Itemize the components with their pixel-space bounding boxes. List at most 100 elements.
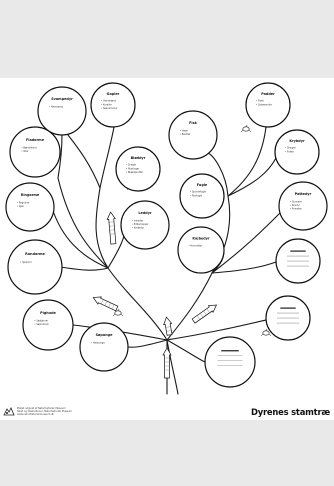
credit-line: Tekst og illustrationer: Naturhistorisk … [17, 409, 72, 413]
tree-branch [166, 272, 213, 341]
taxon-circle [177, 226, 225, 274]
taxon-example: • Krebsdyr [132, 227, 144, 230]
tree-branch [57, 134, 63, 179]
bird-doodle-icon [240, 124, 252, 133]
taxon-title: Leddyr [138, 211, 152, 215]
taxon-title: Svampedyr [51, 97, 73, 101]
taxon-example: • Hajer [180, 129, 188, 132]
taxon-example: • Søanemoner [101, 107, 118, 110]
taxon-circle [115, 146, 161, 192]
taxon-example: • Rovfugle [190, 194, 203, 197]
taxon-title: Krybdyr [289, 139, 305, 143]
tree-branch [127, 339, 168, 348]
taxon-example: • Frøer [256, 100, 264, 103]
taxon-title: Kæbedyr [192, 237, 210, 241]
taxon-example: • Regnorm [17, 201, 30, 204]
taxon-title: Søpunge [96, 333, 113, 337]
taxon-example: • Havsvamp [49, 105, 64, 108]
taxon-node: Kæbedyr • Hvirveldyr [177, 226, 225, 274]
taxon-circle [79, 322, 129, 372]
taxon-node: Krybdyr • Slanger• Firben [274, 129, 320, 175]
taxon-node: Pattedyr • Gnavere• Rovdyr• Primater [278, 181, 328, 231]
taxon-example: • Edderkopper [132, 223, 149, 226]
taxon-title: Gopler [107, 92, 120, 96]
tree-branch [207, 152, 229, 197]
starfish-doodle-icon [260, 328, 272, 337]
evolution-arrow-icon [191, 304, 218, 324]
taxon-node: Rundorme • Spolorm [7, 239, 63, 295]
taxon-title: Fisk [189, 121, 197, 125]
taxon-node: Pighude • Søstjerner• Søpindsvin [22, 299, 74, 351]
tree-branch [51, 207, 109, 269]
taxon-example: • Gnavere [290, 200, 302, 203]
taxon-circle [90, 82, 136, 128]
taxon-circle [37, 86, 87, 136]
taxon-circle [204, 336, 256, 388]
taxon-title: Ringorme [21, 193, 40, 197]
tree-branch [99, 126, 115, 189]
taxon-node: Leddyr • Insekter• Edderkopper• Krebsdyr [120, 200, 170, 250]
taxon-example: • Spolorm [20, 261, 32, 264]
taxon-node: Fugle • Spurvefugle• Rovfugle [179, 173, 225, 219]
taxon-title: Pattedyr [295, 192, 312, 196]
evolution-arrow-icon [163, 316, 173, 340]
taxon-circle [120, 200, 170, 250]
tree-branch [67, 134, 101, 189]
taxon-node: Fladorme • Bændelorm• Ikter [9, 126, 61, 178]
museum-logo-icon [3, 406, 15, 416]
taxon-example: • Søstjerner [34, 319, 48, 322]
taxon-circle [9, 126, 61, 178]
taxon-node [265, 295, 311, 341]
taxon-circle [5, 182, 55, 232]
taxon-example: • Slanger [285, 147, 296, 150]
tree-branch [227, 126, 267, 197]
taxon-example: • Søpindsvin [34, 323, 49, 326]
taxon-example: • Benfisk [180, 133, 191, 136]
taxon-title: Bløddyr [131, 156, 146, 160]
taxon-circle [179, 173, 225, 219]
tree-branch [166, 339, 179, 395]
taxon-node: Fisk • Hajer• Benfisk [168, 110, 218, 160]
tree-branch [59, 266, 109, 271]
taxon-example: • Spurvefugle [190, 191, 207, 194]
taxon-example: • Havpunge [91, 341, 105, 344]
taxon-example: • Firben [285, 150, 295, 153]
tree-branch [227, 157, 277, 197]
taxon-title: Rundorme [25, 252, 45, 256]
poster-credit: Plakat udgivet af Naturhistorisk Museum … [3, 407, 121, 416]
taxon-example: • Blæksprutter [126, 171, 143, 174]
taxon-node: Svampedyr • Havsvamp [37, 86, 87, 136]
taxon-circle [7, 239, 63, 295]
tree-branch [166, 339, 206, 363]
taxon-circle [22, 299, 74, 351]
taxon-example: • Rovdyr [290, 204, 300, 207]
poster-title: Dyrenes stamtræ [250, 407, 330, 417]
tree-branch [211, 212, 281, 274]
tree-branch [57, 177, 109, 269]
taxon-node: Gopler• Vandmænd• Koraller• Søanemoner [90, 82, 136, 128]
taxon-node: Padder• Frøer• Salamandre [245, 82, 291, 128]
taxon-circle [278, 181, 328, 231]
taxon-title: Pighude [40, 311, 56, 315]
taxon-title: Fladorme [26, 138, 45, 142]
tree-branch [166, 319, 267, 341]
phylogeny-poster: Svampedyr • Havsvamp Gopler• Vandmænd• Kor… [0, 78, 334, 420]
taxon-title: Padder [261, 92, 275, 96]
taxon-node: Ringorme • Regnorm• Igler [5, 182, 55, 232]
taxon-node: Søpunge • Havpunge [79, 322, 129, 372]
taxon-example: • Insekter [132, 219, 143, 222]
taxon-example: • Muslinger [126, 167, 139, 170]
tree-of-life-diagram: Svampedyr • Havsvamp Gopler• Vandmænd• Kor… [5, 82, 328, 395]
taxon-circle [245, 82, 291, 128]
taxon-example: • Bændelorm [21, 146, 37, 149]
credit-line: Plakat udgivet af Naturhistorisk Museum [17, 406, 66, 410]
taxon-example: • Ikter [21, 150, 28, 153]
taxon-example: • Primater [290, 208, 302, 211]
evolution-arrow-icon [92, 296, 119, 312]
taxon-title: Fugle [197, 183, 208, 187]
tree-branch [211, 261, 277, 274]
taxon-example: • Igler [17, 205, 24, 208]
taxon-example: • Snegle [126, 164, 137, 167]
taxon-example: • Hvirveldyr [188, 245, 202, 248]
taxon-circle [274, 129, 320, 175]
